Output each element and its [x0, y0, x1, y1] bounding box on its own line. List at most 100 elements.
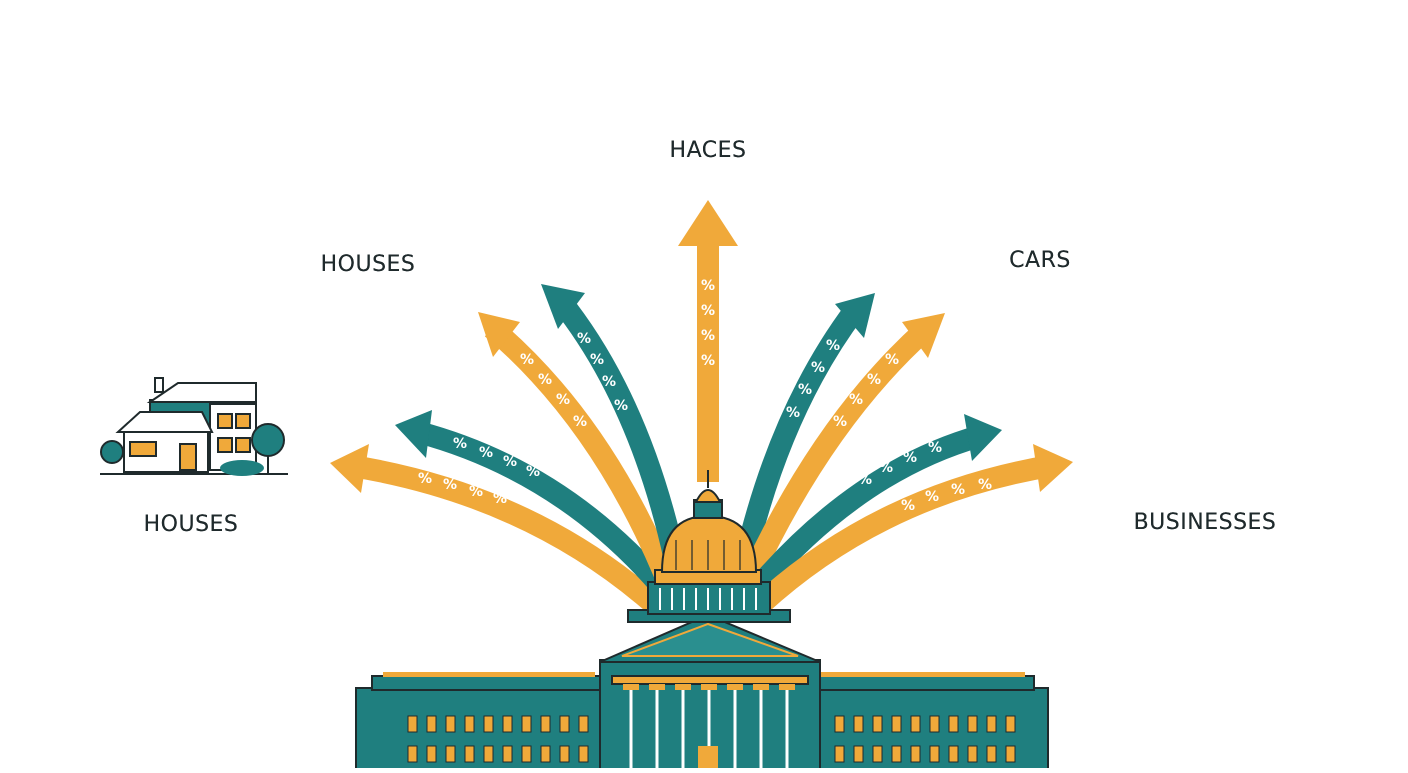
capitol-window	[464, 745, 475, 763]
arrow-teal-left-high	[551, 293, 686, 563]
arrow-head	[1033, 444, 1073, 492]
capitol-window	[426, 715, 437, 733]
percent-glyph: %	[443, 477, 457, 493]
capitol-window	[502, 745, 513, 763]
percent-glyph: %	[885, 352, 899, 368]
percent-glyph: %	[701, 278, 715, 294]
capitol-window	[559, 715, 570, 733]
capitol-column-cap	[701, 684, 717, 690]
capitol-window	[502, 715, 513, 733]
arrow-head	[835, 293, 875, 338]
capitol-building-icon	[355, 470, 1049, 771]
capitol-window	[910, 745, 921, 763]
houses-left-label: HOUSES	[143, 512, 239, 537]
arrow-head	[964, 414, 1002, 461]
label-houses-upper: HOUSES	[320, 252, 416, 277]
percent-glyph: %	[833, 414, 847, 430]
percent-glyph: %	[577, 331, 591, 347]
capitol-details	[407, 540, 1016, 770]
percent-glyph: %	[526, 464, 540, 480]
percent-glyph: %	[798, 382, 812, 398]
arrow-teal-left-low	[415, 421, 669, 593]
percent-glyph: %	[858, 472, 872, 488]
capitol-window	[407, 745, 418, 763]
houses-icon	[100, 377, 288, 476]
capitol-window	[1005, 715, 1016, 733]
haces-label: HACES	[669, 138, 747, 163]
capitol-window	[929, 715, 940, 733]
cars-label: CARS	[1009, 248, 1071, 273]
arrow-orange-left-low	[350, 455, 663, 614]
businesses-label: BUSINESSES	[1133, 510, 1277, 535]
percent-glyph: %	[901, 498, 915, 514]
arrow-head	[541, 284, 585, 329]
capitol-column-cap	[727, 684, 743, 690]
percent-glyph: %	[978, 477, 992, 493]
capitol-window	[967, 745, 978, 763]
arrow-head	[902, 313, 945, 358]
percent-glyph: %	[701, 328, 715, 344]
capitol-window	[872, 715, 883, 733]
label-cars: CARS	[1009, 248, 1071, 273]
arrow-teal-right-high	[734, 303, 864, 563]
capitol-window	[407, 715, 418, 733]
capitol-window	[948, 715, 959, 733]
capitol-column-cap	[779, 684, 795, 690]
capitol-window	[521, 745, 532, 763]
capitol-window	[483, 745, 494, 763]
percent-glyph: %	[849, 392, 863, 408]
percent-glyph: %	[867, 372, 881, 388]
arrow-teal-right-low	[751, 425, 984, 593]
percent-glyph: %	[503, 454, 517, 470]
percent-glyph: %	[453, 436, 467, 452]
percent-glyph: %	[590, 352, 604, 368]
percent-glyph: %	[493, 491, 507, 507]
percent-glyph: %	[573, 414, 587, 430]
capitol-window	[872, 745, 883, 763]
capitol-column-cap	[623, 684, 639, 690]
percent-glyph: %	[879, 460, 893, 476]
arrow-head	[678, 200, 738, 246]
capitol-window	[426, 745, 437, 763]
percent-glyph: %	[479, 445, 493, 461]
capitol-window	[986, 745, 997, 763]
percent-glyph: %	[418, 471, 432, 487]
percent-glyph: %	[903, 450, 917, 466]
capitol-column-cap	[753, 684, 769, 690]
percent-glyph: %	[701, 303, 715, 319]
capitol-window	[929, 745, 940, 763]
capitol-window	[967, 715, 978, 733]
percent-glyph: %	[925, 489, 939, 505]
capitol-window	[834, 715, 845, 733]
percent-glyph: %	[701, 353, 715, 369]
capitol-window	[910, 715, 921, 733]
capitol-window	[853, 715, 864, 733]
percent-glyph: %	[556, 392, 570, 408]
capitol-window	[464, 715, 475, 733]
capitol-column-cap	[649, 684, 665, 690]
percent-glyph-group: % % % % % % % % % % % % % % % % % % % % …	[418, 278, 992, 514]
capitol-window	[948, 745, 959, 763]
arrow-orange-right-low	[752, 455, 1052, 614]
capitol-window	[891, 745, 902, 763]
percent-glyph: %	[614, 398, 628, 414]
label-haces: HACES	[669, 138, 747, 163]
label-houses-left: HOUSES	[143, 512, 239, 537]
label-businesses: BUSINESSES	[1133, 510, 1277, 535]
capitol-window	[578, 715, 589, 733]
arrow-group	[330, 200, 1073, 614]
capitol-window	[445, 715, 456, 733]
percent-glyph: %	[786, 405, 800, 421]
arrow-orange-right-high	[742, 321, 933, 580]
capitol-window	[891, 715, 902, 733]
arrow-head	[330, 444, 369, 493]
arrow-head	[395, 410, 432, 458]
capitol-window	[559, 745, 570, 763]
percent-glyph: %	[520, 352, 534, 368]
capitol-column-cap	[675, 684, 691, 690]
capitol-window	[483, 715, 494, 733]
capitol-window	[1005, 745, 1016, 763]
arrow-head	[478, 312, 520, 357]
